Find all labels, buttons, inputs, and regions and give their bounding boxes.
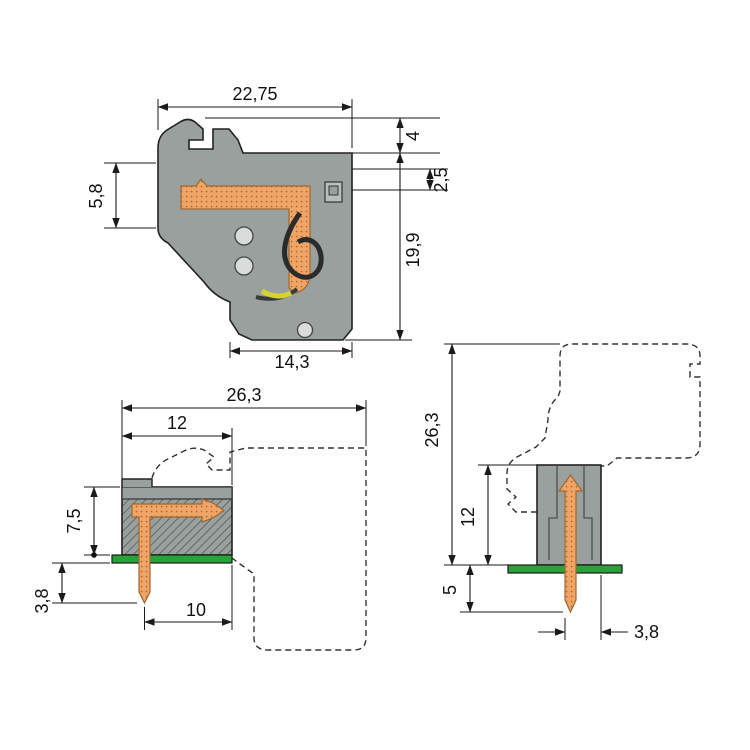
- dimension-height-total: 19,9: [345, 152, 423, 341]
- dim-label-front-width-total: 26,3: [226, 385, 261, 405]
- datum-dot: [91, 552, 97, 558]
- dim-label-pin-offset: 3,8: [634, 622, 659, 642]
- dim-label-above-board: 7,5: [64, 508, 84, 533]
- dim-label-pin-below-board: 3,8: [32, 588, 52, 613]
- dimension-latch-height: 4: [205, 117, 440, 154]
- dimension-upper-right: 2,5: [352, 167, 451, 193]
- view-side-section: 22,75 4 2,5 19,9 5,8: [86, 84, 451, 372]
- dimension-pinview-height-total: 26,3: [422, 343, 560, 566]
- mating-connector-outline: [151, 447, 367, 651]
- clamp-spring: [282, 211, 324, 280]
- dim-label-front-body-width: 12: [167, 413, 187, 433]
- latch-window-inner: [328, 185, 339, 196]
- dim-label-pin-to-edge: 10: [186, 600, 206, 620]
- housing-hole: [234, 226, 254, 246]
- dimension-below-board: 5: [440, 564, 563, 613]
- dimension-pin-to-edge: 10: [144, 565, 233, 630]
- dimension-pin-offset: 3,8: [538, 575, 659, 642]
- housing-hole: [234, 256, 254, 276]
- dim-label-pinview-height-total: 26,3: [422, 412, 442, 447]
- copper-pin-contact: [131, 498, 226, 605]
- dim-label-upper-right: 2,5: [431, 167, 451, 192]
- dimension-pin-below-board: 3,8: [32, 562, 137, 614]
- dimension-front-width-total: 26,3: [121, 385, 367, 487]
- housing-top-wall: [121, 486, 233, 500]
- dim-label-width-total: 22,75: [232, 84, 277, 104]
- view-pin-side: 26,3 12 5 3,8: [422, 343, 701, 642]
- dim-label-latch-height: 4: [403, 131, 423, 141]
- dim-label-below-board: 5: [440, 585, 460, 595]
- dimension-left-face: 5,8: [86, 162, 156, 229]
- dim-label-bottom-width: 14,3: [274, 352, 309, 372]
- pcb-board: [111, 554, 233, 564]
- dim-label-height-total: 19,9: [403, 232, 423, 267]
- housing-hole: [296, 321, 314, 339]
- housing-ghost-outline: [506, 343, 701, 513]
- dimension-above-board: 7,5: [64, 486, 120, 558]
- dimension-width-total: 22,75: [157, 84, 353, 148]
- view-front-section: 26,3 12 7,5 3,8 10: [32, 385, 367, 651]
- housing-body: [157, 118, 353, 341]
- conductor-wire: [260, 288, 293, 299]
- copper-contact: [180, 178, 311, 294]
- pin-body-slot: [548, 465, 593, 560]
- dim-label-pinview-body-height: 12: [458, 507, 478, 527]
- dim-label-left-face: 5,8: [86, 183, 106, 208]
- dimension-bottom-width: 14,3: [229, 342, 353, 372]
- dimension-pinview-body-height: 12: [458, 464, 537, 566]
- copper-pin: [557, 473, 584, 614]
- dimension-front-body-width: 12: [121, 413, 233, 485]
- housing-step: [121, 478, 153, 487]
